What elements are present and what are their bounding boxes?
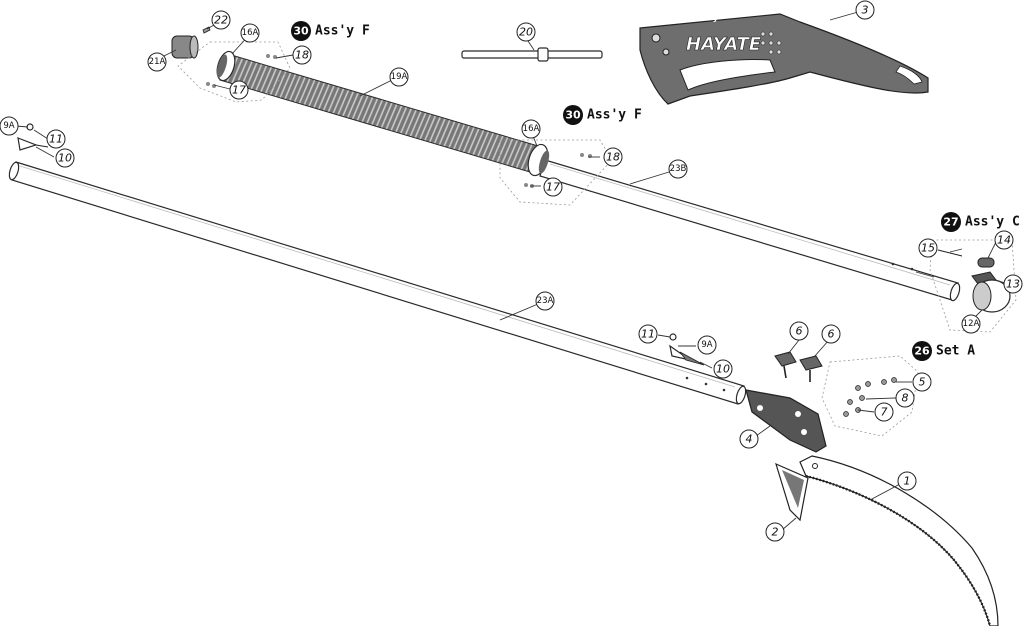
svg-text:22: 22 <box>214 14 228 27</box>
callout-1: 1 <box>897 471 917 491</box>
assembly-number: 27 <box>943 216 958 229</box>
set-number: 26 <box>914 345 930 358</box>
callout-12a: 12A <box>961 314 981 334</box>
callout-3: 3 <box>855 0 875 20</box>
svg-text:17: 17 <box>546 181 560 194</box>
assembly-label-f-middle: 30 Ass'y F <box>563 105 642 125</box>
callout-4: 4 <box>739 429 759 449</box>
svg-text:17: 17 <box>232 84 246 97</box>
callout-13: 13 <box>1003 274 1023 294</box>
set-a-hardware <box>843 377 897 417</box>
callout-20: 20 <box>516 22 536 42</box>
collar-16a-middle <box>527 143 550 177</box>
svg-text:6: 6 <box>796 325 803 338</box>
callout-6-right: 6 <box>821 324 841 344</box>
coil-sleeve-19a <box>219 53 539 173</box>
knob-6-right <box>799 355 823 382</box>
assembly-f-top-group <box>177 41 291 103</box>
callout-10-middle: 10 <box>713 359 733 379</box>
svg-text:13: 13 <box>1006 278 1020 291</box>
assembly-label: Ass'y C <box>965 215 1020 230</box>
svg-text:10: 10 <box>716 363 730 376</box>
assembly-label-c: 27 Ass'y C <box>941 212 1020 232</box>
callout-9a-left: 9A <box>0 116 19 136</box>
assembly-f-middle-group <box>499 139 613 206</box>
svg-text:14: 14 <box>997 234 1011 247</box>
svg-text:2: 2 <box>772 526 779 539</box>
svg-text:9A: 9A <box>3 121 14 131</box>
callout-23b: 23B <box>668 159 688 179</box>
head-bracket-4 <box>745 389 827 453</box>
assembly-label: Ass'y F <box>315 24 370 39</box>
mid-end-parts <box>669 333 705 366</box>
svg-text:18: 18 <box>295 49 309 62</box>
callout-18-middle: 18 <box>603 147 623 167</box>
outer-pole-23a <box>8 161 747 405</box>
assembly-label-f-top: 30 Ass'y F <box>291 21 370 41</box>
holster-brand-logo: Silky <box>694 13 719 23</box>
svg-text:6: 6 <box>828 328 835 341</box>
strap-20 <box>461 47 603 62</box>
set-a-group <box>821 355 919 437</box>
knob-6-left <box>774 351 797 379</box>
set-label-a: 26 Set A <box>912 341 975 361</box>
callout-22: 22 <box>211 10 231 30</box>
svg-text:12A: 12A <box>963 319 980 329</box>
collar-16a-top <box>216 50 236 82</box>
callout-10-left: 10 <box>55 148 75 168</box>
callout-6-left: 6 <box>789 321 809 341</box>
svg-text:11: 11 <box>49 133 63 146</box>
svg-text:4: 4 <box>746 433 753 446</box>
callout-11-middle: 11 <box>638 324 658 344</box>
assembly-c-group <box>929 239 1017 333</box>
svg-text:9A: 9A <box>701 340 712 350</box>
set-label: Set A <box>936 344 975 359</box>
callout-16a-top: 16A <box>240 23 260 43</box>
assembly-label: Ass'y F <box>587 108 642 123</box>
svg-text:10: 10 <box>58 152 72 165</box>
blade-guard-2 <box>775 462 809 522</box>
svg-text:21A: 21A <box>149 57 166 67</box>
svg-text:15: 15 <box>921 242 935 255</box>
callout-9a-middle: 9A <box>697 335 717 355</box>
svg-text:1: 1 <box>904 475 911 488</box>
svg-text:11: 11 <box>641 328 655 341</box>
callout-16a-middle: 16A <box>521 119 541 139</box>
svg-text:23B: 23B <box>670 164 687 174</box>
svg-text:7: 7 <box>881 406 888 419</box>
callout-7: 7 <box>874 402 894 422</box>
left-end-parts <box>17 123 49 151</box>
callout-17-top: 17 <box>229 80 249 100</box>
svg-text:18: 18 <box>606 151 620 164</box>
svg-text:16A: 16A <box>242 28 259 38</box>
svg-text:16A: 16A <box>523 124 540 134</box>
callout-23a: 23A <box>535 291 555 311</box>
callout-18-top: 18 <box>292 45 312 65</box>
svg-text:19A: 19A <box>391 72 408 82</box>
callout-17-middle: 17 <box>543 177 563 197</box>
callout-2: 2 <box>765 522 785 542</box>
svg-text:23A: 23A <box>537 296 554 306</box>
saw-blade-1 <box>799 455 999 626</box>
callout-8: 8 <box>895 388 915 408</box>
assembly-number: 30 <box>565 109 581 122</box>
svg-text:20: 20 <box>519 26 533 39</box>
end-cap-21a <box>171 35 199 59</box>
callout-19a: 19A <box>389 67 409 87</box>
callout-21a: 21A <box>147 52 167 72</box>
svg-text:5: 5 <box>919 376 926 389</box>
callout-14: 14 <box>994 230 1014 250</box>
fasteners-middle <box>524 153 592 188</box>
callout-5: 5 <box>912 372 932 392</box>
holster-model-name: HAYATE <box>686 34 762 55</box>
svg-text:8: 8 <box>902 392 909 405</box>
callout-11-left: 11 <box>46 129 66 149</box>
inner-pole-23b <box>539 159 961 302</box>
svg-text:3: 3 <box>862 4 869 17</box>
assembly-number: 30 <box>293 25 309 38</box>
holster-3: Silky HAYATE <box>639 13 929 105</box>
callout-15: 15 <box>918 238 938 258</box>
